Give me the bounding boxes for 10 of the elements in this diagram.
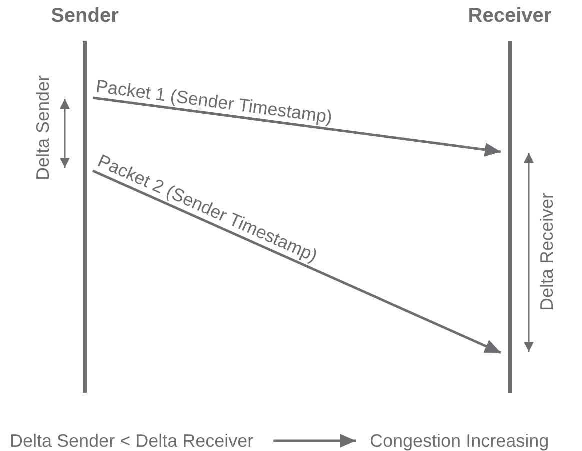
lifeline-heading: Receiver	[468, 5, 552, 27]
edge-label: Packet 1 (Sender Timestamp)	[95, 76, 334, 128]
arrow	[92, 96, 502, 157]
arrow	[274, 434, 356, 448]
lifeline-heading: Sender	[51, 5, 119, 27]
interval-label: Delta Receiver	[537, 192, 557, 312]
interval-label: Delta Sender	[33, 75, 53, 181]
statement-text: Congestion Increasing	[370, 430, 550, 451]
arrow	[92, 170, 502, 354]
statement-text: Delta Sender < Delta Receiver	[10, 430, 254, 451]
